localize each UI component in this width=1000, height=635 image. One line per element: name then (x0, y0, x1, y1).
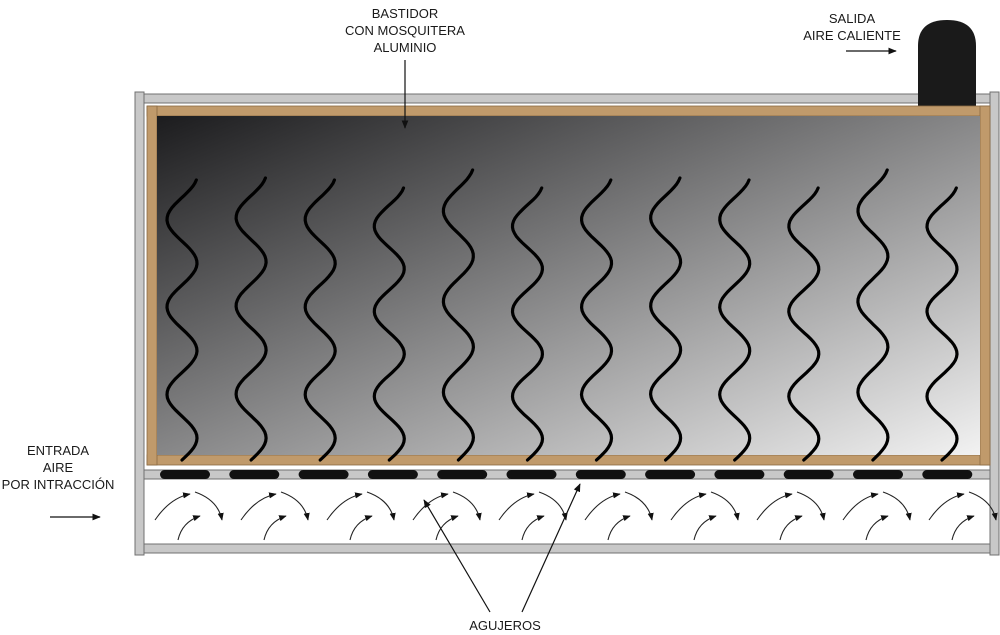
heat-wave (925, 186, 959, 462)
airflow-arrow (240, 492, 277, 521)
airflow-arrow (624, 491, 654, 521)
heat-wave (510, 186, 545, 462)
airflow-arrow (796, 491, 826, 521)
absorber-panel (157, 116, 980, 455)
airflow-arrow (349, 515, 373, 541)
chimney-outlet (918, 20, 976, 108)
label-frame-line-1: BASTIDOR (372, 6, 438, 21)
airflow-arrow (865, 515, 889, 541)
airflow-arrow (412, 492, 449, 521)
airflow-arrow (951, 515, 975, 541)
airflow-arrow (693, 515, 717, 541)
heat-wave (787, 186, 821, 462)
airflow-arrow (607, 515, 631, 541)
airflow-arrow (177, 515, 201, 541)
airflow-arrow (498, 492, 535, 521)
airflow-arrow (584, 492, 621, 521)
airflow-arrow (928, 492, 965, 521)
hole (229, 470, 280, 479)
airflow-arrow (263, 515, 287, 541)
airflow-arrow (326, 492, 363, 521)
airflow-arrow (194, 491, 224, 521)
perforated-plate (143, 469, 991, 480)
heat-wave (234, 176, 268, 462)
hole (160, 470, 210, 479)
hole (922, 470, 973, 479)
label-inlet: ENTRADA AIRE POR INTRACCIÓN (2, 443, 115, 492)
wood-right (979, 105, 991, 466)
heat-wave (718, 178, 752, 462)
label-holes-arrow-2 (521, 483, 581, 613)
airflow-arrow (670, 492, 707, 521)
heat-wave (579, 178, 614, 462)
heat-wave (856, 168, 890, 462)
airflow-arrow (882, 491, 912, 521)
airflow-arrow (521, 515, 545, 541)
airflow-arrow (756, 492, 793, 521)
hole (783, 470, 834, 479)
airflow-arrow (435, 515, 459, 541)
heat-wave (648, 176, 683, 462)
label-frame-line-2: CON MOSQUITERA (345, 23, 465, 38)
frame-bottom-bar (136, 543, 994, 554)
frame-top-bar (136, 93, 994, 104)
label-frame-line-3: ALUMINIO (374, 40, 437, 55)
label-outlet: SALIDA AIRE CALIENTE (803, 11, 901, 43)
label-holes: AGUJEROS (469, 618, 541, 633)
label-holes-arrow-1 (423, 499, 491, 613)
airflow-arrow (452, 491, 482, 521)
hole (714, 470, 765, 479)
frame-right-post (989, 91, 1000, 556)
airflow-arrow (280, 491, 310, 521)
airflow-arrow (154, 492, 191, 521)
wood-left (146, 105, 158, 466)
airflow-arrow (710, 491, 740, 521)
hole (367, 470, 418, 479)
label-inlet-line-1: ENTRADA (27, 443, 89, 458)
airflow-arrow (968, 491, 998, 521)
holes-row (160, 470, 973, 479)
hole (437, 470, 488, 479)
heat-wave (441, 168, 476, 462)
label-inlet-line-2: AIRE (43, 460, 74, 475)
hole (298, 470, 349, 479)
label-frame: BASTIDOR CON MOSQUITERA ALUMINIO (345, 6, 465, 55)
label-outlet-line-2: AIRE CALIENTE (803, 28, 901, 43)
airflow-arrow (842, 492, 879, 521)
heat-wave (165, 178, 199, 462)
airflow-arrows (154, 491, 998, 541)
airflow-arrow (366, 491, 396, 521)
wood-top (146, 105, 991, 117)
hole (853, 470, 903, 479)
heat-waves (165, 168, 959, 462)
airflow-arrow (779, 515, 803, 541)
label-outlet-line-1: SALIDA (829, 11, 876, 26)
heat-wave (372, 186, 406, 462)
hole (645, 470, 696, 479)
hole (506, 470, 557, 479)
wood-bottom (146, 454, 991, 466)
frame-left-post (134, 91, 145, 556)
heat-wave (303, 178, 337, 462)
hole (575, 470, 626, 479)
label-inlet-line-3: POR INTRACCIÓN (2, 477, 115, 492)
